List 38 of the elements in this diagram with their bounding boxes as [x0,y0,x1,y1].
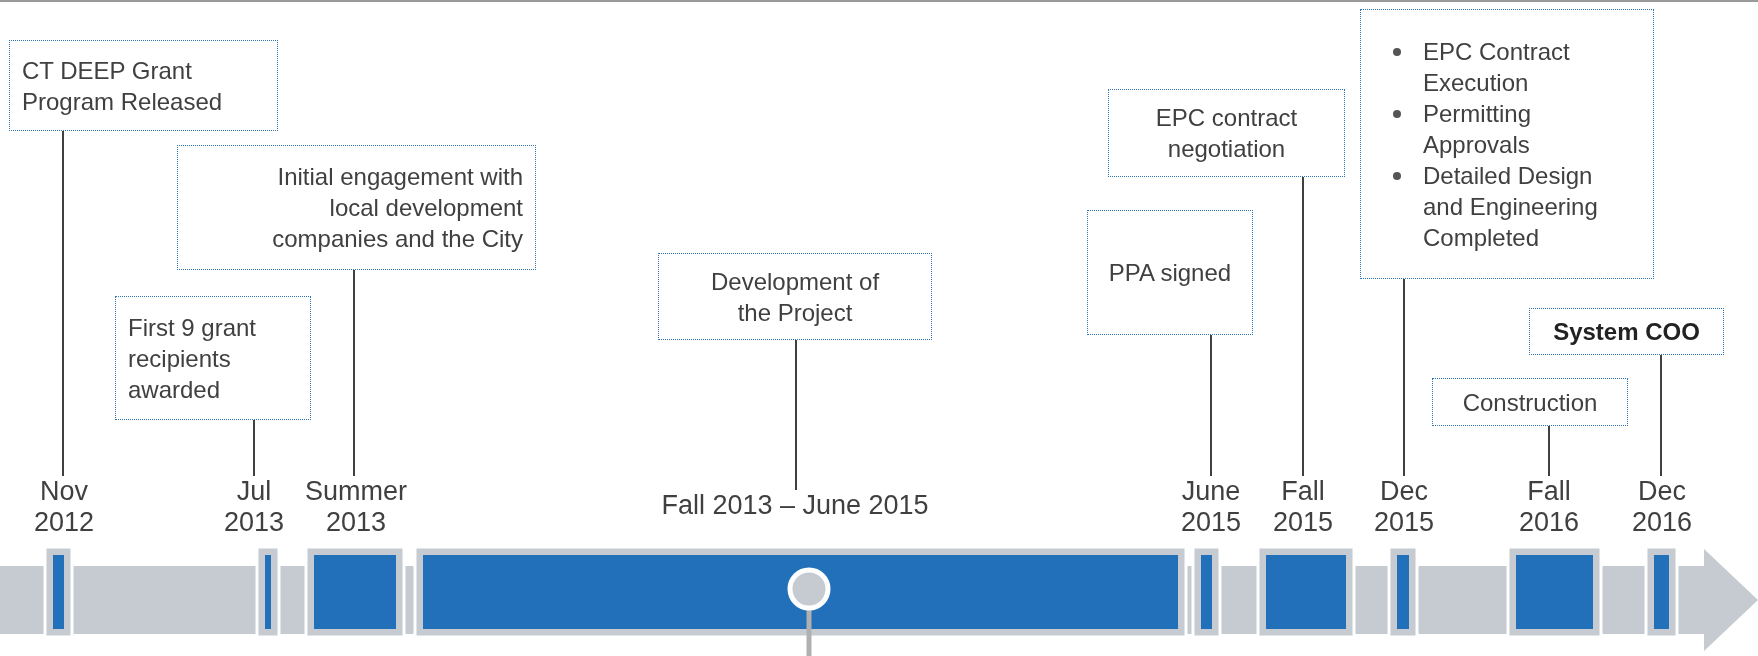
leader-line [62,130,64,477]
leader-line [1302,176,1304,477]
leader-line [253,419,255,477]
leader-line [795,339,797,491]
leader-line [1660,354,1662,477]
date-label: Summer 2013 [304,476,408,538]
callout-box [115,296,311,420]
bullet-text: Permitting Approvals [1423,99,1532,158]
date-label: Fall 2016 [1517,476,1581,538]
date-label: Nov 2012 [32,476,96,538]
event-text: Construction [1461,387,1599,418]
callout-box [658,253,932,340]
event-text: PPA signed [1107,258,1233,288]
leader-line [353,269,355,477]
callout-box [1432,378,1628,426]
event-text: System COO [1552,317,1701,347]
callout-box [1087,210,1253,335]
date-label: Fall 2013 – June 2015 [660,490,930,521]
event-text: EPC contract negotiation [1154,103,1299,164]
bullet-text: Detailed Design and Engineering Completed [1423,161,1598,251]
callout-box [9,40,278,131]
leader-line [1403,278,1405,477]
event-text: Development of the Project [709,266,881,328]
date-label: June 2015 [1179,476,1243,538]
date-label: Fall 2015 [1271,476,1335,538]
date-label: Dec 2015 [1372,476,1436,538]
leader-line [1548,425,1550,477]
date-label: Jul 2013 [222,476,286,538]
callout-box [1529,308,1724,355]
date-label: Dec 2016 [1630,476,1694,538]
event-text: First 9 grant recipients awarded [128,312,258,405]
bullet-text: EPC Contract Execution [1423,37,1570,96]
event-text: Initial engagement with local development companies and the City [271,162,523,254]
callout-box [1360,9,1654,279]
event-text: CT DEEP Grant Program Released [22,55,224,117]
leader-line [1210,334,1212,477]
callout-box [177,145,536,270]
callout-box [1108,89,1345,177]
